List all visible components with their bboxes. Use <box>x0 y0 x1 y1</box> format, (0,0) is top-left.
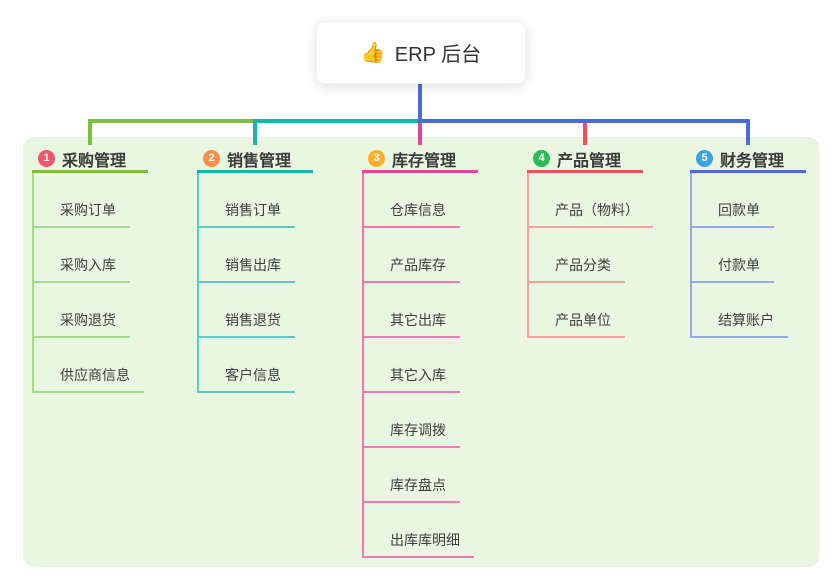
child-node[interactable]: 销售出库 <box>199 228 295 283</box>
child-node-label: 客户信息 <box>225 367 281 383</box>
child-node[interactable]: 产品（物料） <box>529 173 653 228</box>
branch-title: 采购管理 <box>62 152 127 170</box>
child-node[interactable]: 客户信息 <box>199 338 295 393</box>
child-node[interactable]: 出库库明细 <box>364 503 474 558</box>
branch-title: 销售管理 <box>227 152 292 170</box>
child-node[interactable]: 供应商信息 <box>34 338 144 393</box>
child-node[interactable]: 采购退货 <box>34 283 130 338</box>
connector-drop-5 <box>746 121 750 145</box>
branch-children: 产品（物料） 产品分类产品单位 <box>527 173 653 338</box>
child-node[interactable]: 付款单 <box>692 228 774 283</box>
branch-index-badge: 4 <box>533 150 550 167</box>
branch-children: 回款单付款单结算账户 <box>690 173 806 338</box>
child-node[interactable]: 产品单位 <box>529 283 625 338</box>
branch-node-4[interactable]: 4 产品管理 <box>527 144 643 173</box>
branch-title: 库存管理 <box>392 152 457 170</box>
child-node[interactable]: 仓库信息 <box>364 173 460 228</box>
connector-drop-1 <box>88 121 92 145</box>
child-node-label: 回款单 <box>718 202 760 218</box>
connector-drop-4 <box>583 121 587 145</box>
child-node-label: 产品（物料） <box>555 202 639 218</box>
child-node-label: 付款单 <box>718 257 760 273</box>
branch-5: 5 财务管理回款单付款单结算账户 <box>690 144 806 338</box>
child-node[interactable]: 库存盘点 <box>364 448 460 503</box>
child-node-label: 采购订单 <box>60 202 116 218</box>
branch-children: 采购订单采购入库采购退货供应商信息 <box>32 173 148 393</box>
child-node-label: 库存盘点 <box>390 477 446 493</box>
child-node-label: 销售订单 <box>225 202 281 218</box>
branch-index-badge: 1 <box>38 150 55 167</box>
child-node[interactable]: 销售订单 <box>199 173 295 228</box>
child-node-label: 供应商信息 <box>60 367 130 383</box>
child-node[interactable]: 其它入库 <box>364 338 460 393</box>
child-node[interactable]: 采购订单 <box>34 173 130 228</box>
root-node-label: ERP 后台 <box>394 44 482 66</box>
branch-2: 2 销售管理销售订单销售出库销售退货客户信息 <box>197 144 313 393</box>
connector-drop-3 <box>418 121 422 145</box>
child-node-label: 产品库存 <box>390 257 446 273</box>
child-node[interactable]: 销售退货 <box>199 283 295 338</box>
branch-node-1[interactable]: 1 采购管理 <box>32 144 148 173</box>
child-node-label: 产品单位 <box>555 312 611 328</box>
branch-node-3[interactable]: 3 库存管理 <box>362 144 478 173</box>
child-node-label: 销售退货 <box>225 312 281 328</box>
child-node-label: 产品分类 <box>555 257 611 273</box>
branch-node-2[interactable]: 2 销售管理 <box>197 144 313 173</box>
child-node-label: 结算账户 <box>718 312 774 328</box>
child-node-label: 出库库明细 <box>390 532 460 548</box>
child-node-label: 采购入库 <box>60 257 116 273</box>
branch-3: 3 库存管理仓库信息产品库存其它出库其它入库库存调拨库存盘点出库库明细 <box>362 144 478 558</box>
branch-index-badge: 3 <box>368 150 385 167</box>
branch-title: 产品管理 <box>557 152 622 170</box>
child-node-label: 其它出库 <box>390 312 446 328</box>
child-node[interactable]: 产品分类 <box>529 228 625 283</box>
connector-drop-2 <box>253 121 257 145</box>
branch-children: 销售订单销售出库销售退货客户信息 <box>197 173 313 393</box>
child-node[interactable]: 其它出库 <box>364 283 460 338</box>
child-node-label: 仓库信息 <box>390 202 446 218</box>
child-node-label: 销售出库 <box>225 257 281 273</box>
child-node[interactable]: 回款单 <box>692 173 774 228</box>
child-node[interactable]: 采购入库 <box>34 228 130 283</box>
branch-index-badge: 5 <box>696 150 713 167</box>
child-node[interactable]: 库存调拨 <box>364 393 460 448</box>
thumbs-up-icon: 👍 <box>360 41 386 64</box>
child-node-label: 采购退货 <box>60 312 116 328</box>
branch-node-5[interactable]: 5 财务管理 <box>690 144 806 173</box>
erp-root-node[interactable]: 👍 ERP 后台 <box>316 21 526 84</box>
connector-root-stem <box>418 82 422 123</box>
branch-1: 1 采购管理采购订单采购入库采购退货供应商信息 <box>32 144 148 393</box>
branch-children: 仓库信息产品库存其它出库其它入库库存调拨库存盘点出库库明细 <box>362 173 478 558</box>
connector-hline-midleft <box>253 119 422 123</box>
branch-index-badge: 2 <box>203 150 220 167</box>
child-node[interactable]: 产品库存 <box>364 228 460 283</box>
connector-hline-left <box>88 119 257 123</box>
branch-4: 4 产品管理产品（物料） 产品分类产品单位 <box>527 144 653 338</box>
branch-title: 财务管理 <box>720 152 785 170</box>
child-node-label: 其它入库 <box>390 367 446 383</box>
connector-hline-right <box>418 119 750 123</box>
child-node[interactable]: 结算账户 <box>692 283 788 338</box>
branches-panel <box>23 137 820 567</box>
child-node-label: 库存调拨 <box>390 422 446 438</box>
